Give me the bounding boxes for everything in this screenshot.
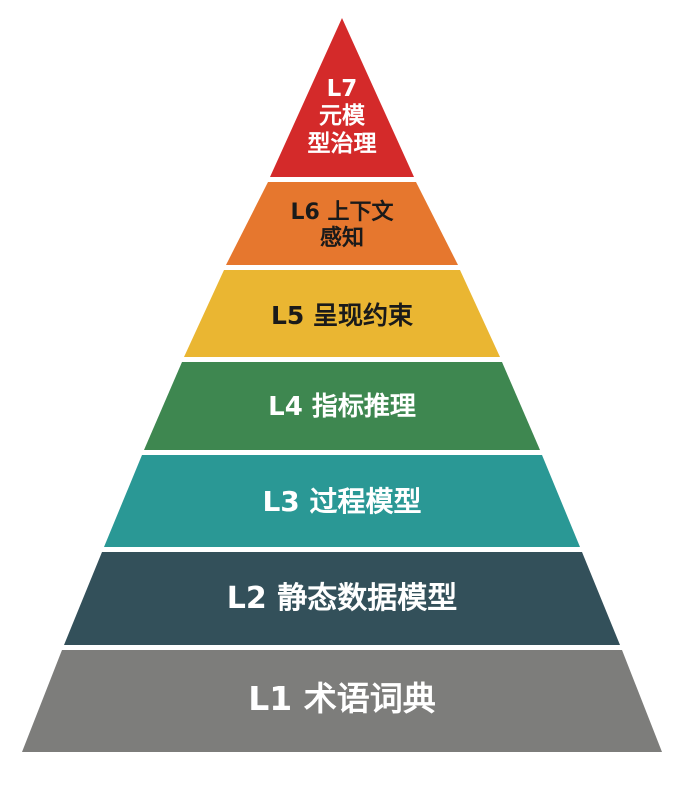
level-l7-line-1: L7 [326,75,358,102]
level-l6-line-1: L6 上下文 [290,199,394,225]
level-l3-band [104,455,580,547]
level-l1-band [22,650,662,752]
level-l1-label: L1 术语词典 [60,653,624,745]
level-l7-band [270,18,414,177]
level-l6-band [226,182,458,265]
level-l7-line-3: 型治理 [307,130,377,157]
level-l6-line-2: 感知 [319,226,364,251]
level-l4-line-1: L4 指标推理 [268,392,416,423]
level-l3-label: L3 过程模型 [140,460,544,544]
level-l7-line-2: 元模 [319,103,365,130]
level-l7-label: L7 元模 型治理 [292,62,392,172]
level-l5-label: L5 呈现约束 [220,278,464,354]
level-l2-band [64,552,620,645]
level-l5-band [184,270,500,357]
level-l6-label: L6 上下文 感知 [262,190,422,262]
level-l5-line-1: L5 呈现约束 [270,301,414,330]
level-l3-line-1: L3 过程模型 [262,485,422,519]
level-l2-label: L2 静态数据模型 [100,555,584,643]
level-l4-band [144,362,540,450]
level-l4-label: L4 指标推理 [180,368,504,448]
level-l2-line-1: L2 静态数据模型 [226,581,458,616]
level-l1-line-1: L1 术语词典 [248,679,436,719]
